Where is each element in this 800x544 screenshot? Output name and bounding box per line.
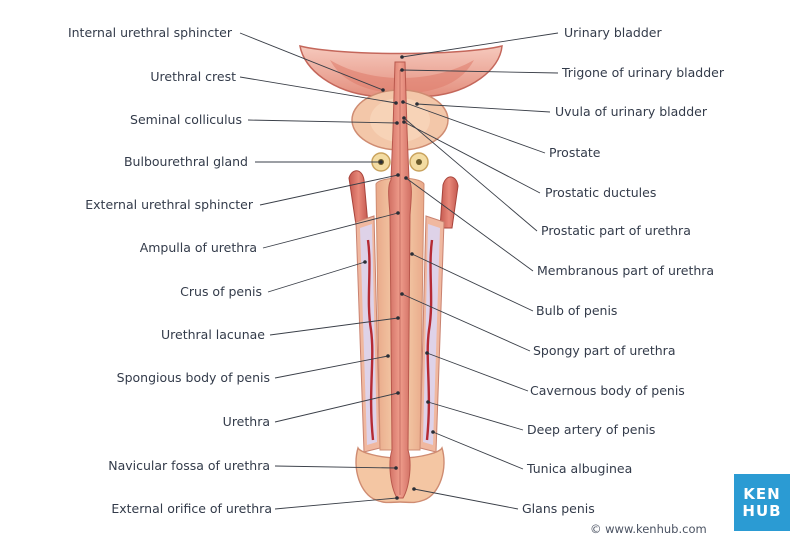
label-urethral-crest: Urethral crest [150, 69, 236, 84]
label-ampulla-of-urethra: Ampulla of urethra [139, 240, 257, 255]
left-cavernous-body-shape [355, 215, 381, 453]
label-urinary-bladder: Urinary bladder [564, 25, 662, 40]
label-navicular-fossa-of-urethra: Navicular fossa of urethra [108, 458, 270, 473]
label-membranous-part-of-urethra: Membranous part of urethra [537, 263, 715, 278]
label-urethral-lacunae: Urethral lacunae [161, 327, 265, 342]
label-crus-of-penis: Crus of penis [180, 284, 262, 299]
label-prostatic-ductules: Prostatic ductules [545, 185, 657, 200]
label-trigone-of-urinary-bladder: Trigone of urinary bladder [562, 65, 724, 80]
label-urethra: Urethra [222, 414, 270, 429]
logo-line-1: KEN [743, 484, 781, 503]
label-internal-urethral-sphincter: Internal urethral sphincter [67, 25, 232, 40]
right-cavernous-body-shape [419, 215, 445, 453]
pointer-dots [363, 55, 435, 500]
label-bulbourethral-gland: Bulbourethral gland [123, 154, 248, 169]
copyright-text: © www.kenhub.com [590, 522, 707, 536]
label-uvula-of-urinary-bladder: Uvula of urinary bladder [555, 104, 707, 119]
right-crus-shape [439, 176, 459, 229]
label-tunica-albuginea: Tunica albuginea [527, 461, 633, 476]
label-bulb-of-penis: Bulb of penis [536, 303, 618, 318]
label-external-urethral-sphincter: External urethral sphincter [85, 197, 253, 212]
label-spongious-body-of-penis: Spongious body of penis [116, 370, 270, 385]
label-prostatic-part-of-urethra: Prostatic part of urethra [541, 223, 691, 238]
label-seminal-colliculus: Seminal colliculus [130, 112, 242, 127]
label-spongy-part-of-urethra: Spongy part of urethra [533, 343, 676, 358]
left-crus-shape [348, 170, 369, 226]
label-deep-artery-of-penis: Deep artery of penis [527, 422, 656, 437]
label-glans-penis: Glans penis [522, 501, 595, 516]
label-prostate: Prostate [549, 145, 601, 160]
label-cavernous-body-of-penis: Cavernous body of penis [530, 383, 685, 398]
kenhub-logo[interactable]: KEN HUB [734, 474, 790, 531]
leader-lines [239, 32, 559, 510]
logo-line-2: HUB [742, 501, 782, 520]
label-external-orifice-of-urethra: External orifice of urethra [111, 501, 272, 516]
